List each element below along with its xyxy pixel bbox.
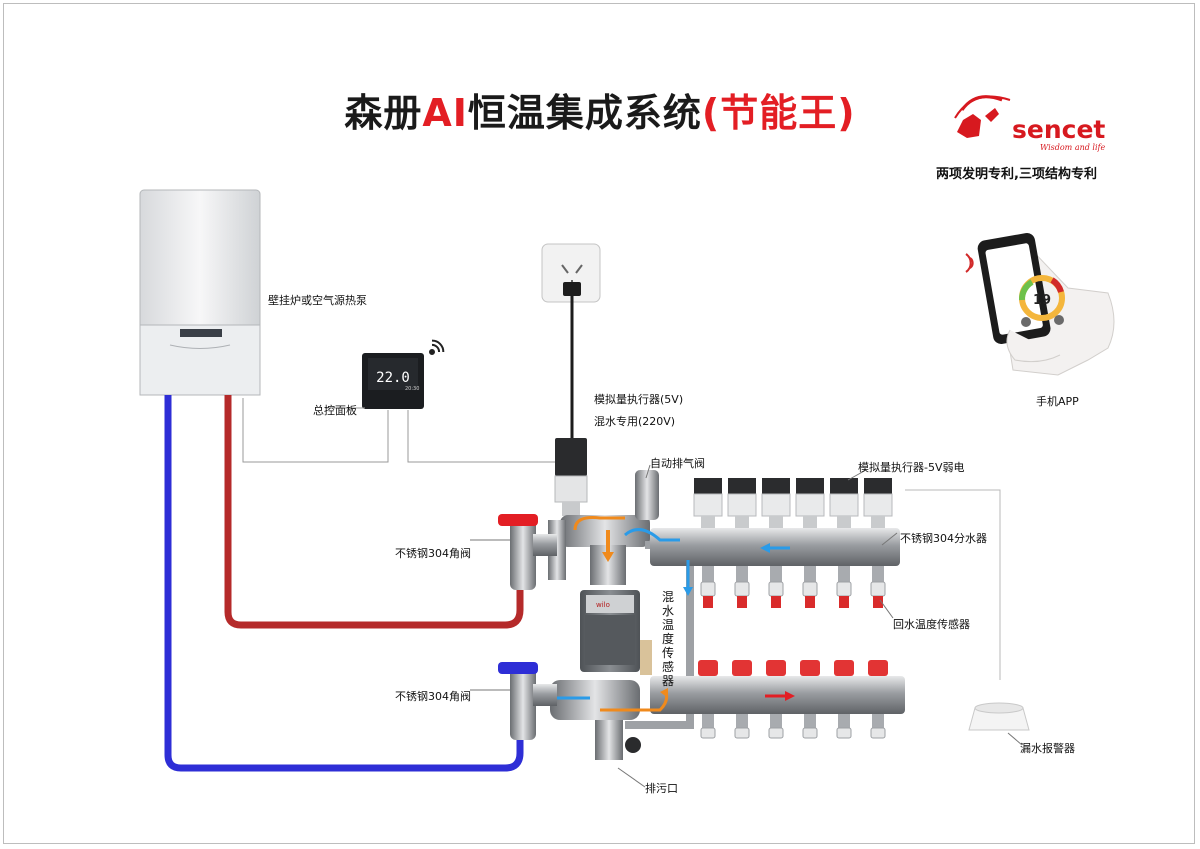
wall-socket [541,243,601,438]
brand-tagline: Wisdom and life [1040,143,1106,152]
label-auto-vent: 自动排气阀 [650,457,705,470]
return-outlet [734,714,750,739]
label-leak-alarm: 漏水报警器 [1020,742,1075,755]
supply-outlet [802,566,818,608]
wire-panel-actuator [407,410,559,463]
label-angle-valve-bottom: 不锈钢304角阀 [395,690,471,703]
manifold-actuators [693,478,893,528]
drain-valve [595,720,623,760]
actuator-unit [829,478,859,528]
brand-name: sencet [1012,115,1106,144]
leak-alarm [905,489,1030,731]
return-cap [698,660,718,676]
return-cap [834,660,854,676]
return-cap [732,660,752,676]
actuator-unit [761,478,791,528]
return-cap [868,660,888,676]
boiler [139,189,261,396]
angle-valve-top[interactable] [498,514,557,590]
return-red-caps [698,660,888,676]
wire-boiler-panel [242,398,389,463]
return-cap [766,660,786,676]
phone-app: 19 [977,233,1115,376]
wifi-icon [429,339,445,355]
supply-outlet [734,566,750,608]
label-supply-manifold: 不锈钢304分水器 [900,532,987,545]
supply-pipe-red [224,395,524,629]
return-pipe-blue [164,395,524,772]
actuator-unit [727,478,757,528]
return-outlet [768,714,784,739]
leader-lines [470,464,1023,788]
signal-icon [965,253,974,273]
return-outlets [700,714,886,739]
angle-valve-bottom[interactable] [498,662,557,740]
label-boiler: 壁挂炉或空气源热泵 [268,294,367,307]
label-actuator-weak: 模拟量执行器-5V弱电 [858,461,965,474]
label-actuator-5v: 模拟量执行器(5V) [594,393,684,406]
mix-temp-sensor [640,640,652,675]
auto-vent-valve [635,470,659,520]
label-control-panel: 总控面板 [313,404,357,417]
svg-text:wilo: wilo [596,601,610,609]
supply-outlet [768,566,784,608]
svg-text:22.0: 22.0 [376,370,410,386]
label-mix-sensor: 混水温度传感器 [661,590,674,688]
label-mixing-220v: 混水专用(220V) [594,415,676,428]
circulation-pump: wilo [580,590,640,672]
flow-arrows [540,516,795,712]
supply-outlet [870,566,886,608]
return-outlet [802,714,818,739]
return-outlet [870,714,886,739]
return-cap [800,660,820,676]
return-outlet [836,714,852,739]
actuator-unit [863,478,893,528]
return-outlet [700,714,716,739]
mixing-actuator [554,438,588,516]
supply-outlet [836,566,852,608]
patent-text: 两项发明专利,三项结构专利 [936,167,1097,182]
label-return-sensor: 回水温度传感器 [893,618,970,631]
mixing-module [548,470,659,760]
page-frame [3,3,1195,844]
svg-text:19: 19 [1033,293,1051,308]
supply-outlets [700,566,886,608]
brand-logo [954,95,1011,138]
label-angle-valve-top: 不锈钢304角阀 [395,547,471,560]
thermostat[interactable]: 22.0 20:30 [362,353,424,409]
page-title: 森册AI恒温集成系统(节能王) [344,91,856,135]
label-drain: 排污口 [645,782,678,795]
actuator-unit [693,478,723,528]
supply-outlet [700,566,716,608]
svg-text:20:30: 20:30 [405,386,419,392]
actuator-unit [795,478,825,528]
label-phone-app: 手机APP [1036,395,1079,408]
